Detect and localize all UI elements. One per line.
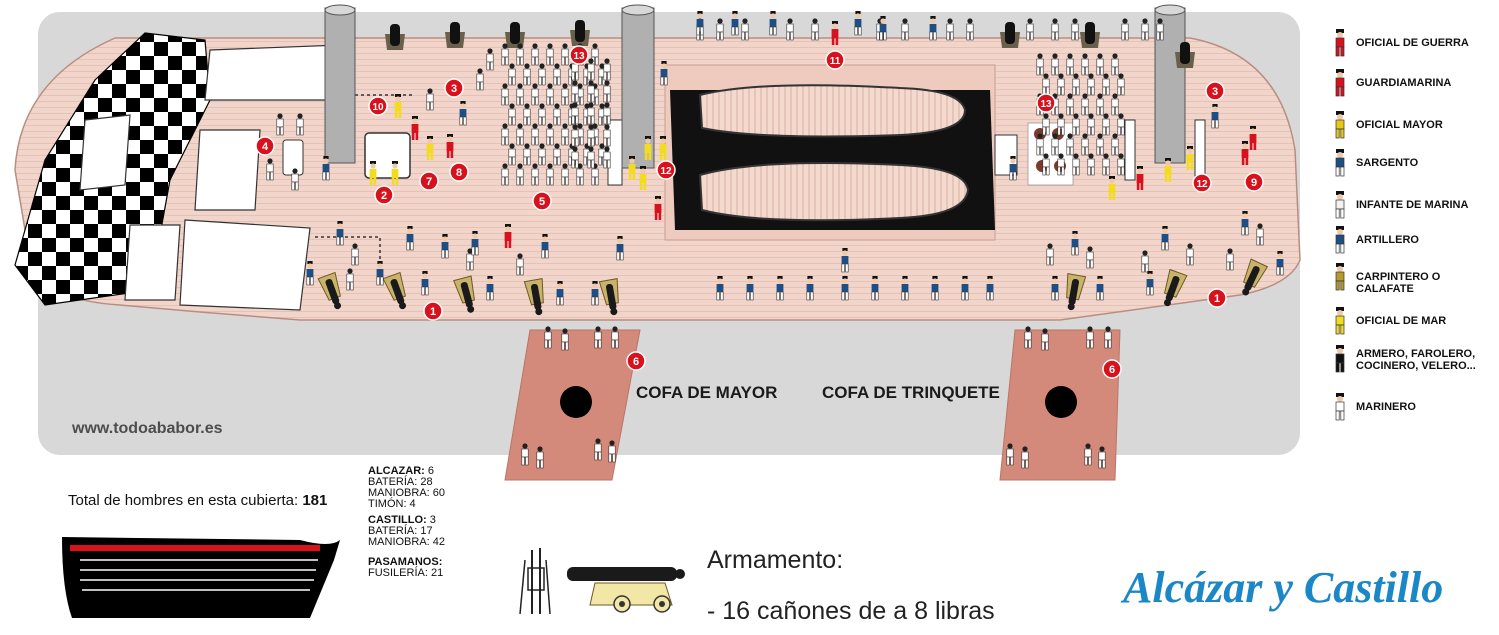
- svg-text:4: 4: [262, 141, 269, 153]
- pasamanos-line: FUSILERÍA: 21: [368, 567, 444, 579]
- armourer-figure-icon: [1335, 345, 1345, 373]
- svg-text:3: 3: [1212, 86, 1218, 98]
- marker-13: 13: [569, 45, 589, 65]
- marker-11: 11: [825, 50, 845, 70]
- cannon-icon: [567, 567, 685, 613]
- ramrod-tools-icon: [519, 548, 551, 615]
- marker-1: 1: [423, 301, 443, 321]
- armamento-title: Armamento:: [707, 546, 844, 574]
- svg-text:13: 13: [573, 51, 585, 62]
- legend-label: ARTILLERO: [1356, 234, 1419, 246]
- page-title: Alcázar y Castillo: [1123, 563, 1444, 612]
- svg-text:2: 2: [381, 190, 387, 202]
- legend-item: OFICIAL MAYOR: [1330, 110, 1499, 140]
- pasamanos-title: PASAMANOS:: [368, 556, 443, 568]
- alcazar-value: 6: [424, 465, 435, 477]
- legend-item: OFICIAL DE GUERRA: [1330, 28, 1499, 58]
- ship-profile-icon: [62, 537, 340, 618]
- castillo-value: 3: [426, 514, 436, 526]
- legend-item: INFANTE DE MARINA: [1330, 190, 1499, 220]
- armamento-item: - 16 cañones de a 8 libras: [707, 597, 995, 625]
- marker-1: 1: [1207, 288, 1227, 308]
- svg-text:9: 9: [1251, 177, 1257, 189]
- marker-12: 12: [656, 160, 676, 180]
- marker-8: 8: [449, 162, 469, 182]
- marker-13: 13: [1036, 93, 1056, 113]
- total-value: 181: [302, 492, 328, 509]
- marker-9: 9: [1244, 172, 1264, 192]
- alcazar-stats: ALCAZAR: 6 BATERÍA: 28 MANIOBRA: 60 TIMÓ…: [368, 466, 445, 510]
- marker-3: 3: [1205, 81, 1225, 101]
- sailor-figure-icon: [1335, 393, 1345, 421]
- svg-text:11: 11: [830, 56, 841, 67]
- castillo-stats: CASTILLO: 3 BATERÍA: 17 MANIOBRA: 42: [368, 515, 445, 548]
- legend-label: SARGENTO: [1356, 157, 1419, 169]
- legend-label: OFICIAL MAYOR: [1356, 119, 1443, 131]
- total-label: Total de hombres en esta cubierta:: [68, 492, 303, 509]
- svg-text:12: 12: [660, 166, 672, 177]
- legend-item: SARGENTO: [1330, 148, 1499, 178]
- svg-text:1: 1: [1214, 293, 1220, 305]
- legend-item: ARMERO, FAROLERO, COCINERO, VELERO...: [1330, 344, 1499, 374]
- petty-officer-figure-icon: [1335, 307, 1345, 335]
- marker-6: 6: [626, 351, 646, 371]
- marker-3: 3: [444, 78, 464, 98]
- svg-text:10: 10: [372, 102, 384, 113]
- gunner-figure-icon: [1335, 226, 1345, 254]
- marine-infantry-figure-icon: [1335, 191, 1345, 219]
- marker-4: 4: [255, 136, 275, 156]
- site-url[interactable]: www.todoababor.es: [72, 420, 223, 437]
- legend-item: OFICIAL DE MAR: [1330, 306, 1499, 336]
- legend-label: CARPINTERO O CALAFATE: [1356, 271, 1441, 295]
- legend-label: GUARDIAMARINA: [1356, 77, 1452, 89]
- cofa-mayor-label: COFA DE MAYOR: [636, 383, 778, 402]
- legend-item: CARPINTERO O CALAFATE: [1330, 262, 1499, 295]
- alcazar-line: BATERÍA: 28: [368, 476, 433, 488]
- legend-item: ARTILLERO: [1330, 225, 1499, 255]
- svg-text:8: 8: [456, 167, 462, 179]
- legend-label: OFICIAL DE MAR: [1356, 315, 1447, 327]
- castillo-line: MANIOBRA: 42: [368, 536, 446, 548]
- legend-item: GUARDIAMARINA: [1330, 68, 1499, 98]
- legend-label: ARMERO, FAROLERO, COCINERO, VELERO...: [1356, 348, 1476, 372]
- svg-text:13: 13: [1040, 99, 1052, 110]
- legend-item: MARINERO: [1330, 392, 1499, 422]
- midshipman-figure-icon: [1335, 69, 1345, 97]
- castillo-title: CASTILLO:: [368, 514, 427, 526]
- total-men: Total de hombres en esta cubierta: 181: [68, 492, 327, 509]
- major-officer-figure-icon: [1335, 111, 1345, 139]
- alcazar-line: TIMÓN: 4: [368, 498, 416, 510]
- cofa-de-mayor: [504, 329, 641, 481]
- marker-10: 10: [368, 96, 388, 116]
- svg-text:3: 3: [451, 83, 457, 95]
- marker-5: 5: [532, 191, 552, 211]
- pasamanos-stats: PASAMANOS: FUSILERÍA: 21: [368, 557, 443, 579]
- marker-2: 2: [374, 185, 394, 205]
- alcazar-title: ALCAZAR:: [368, 465, 425, 477]
- sergeant-figure-icon: [1335, 149, 1345, 177]
- svg-text:1: 1: [430, 306, 436, 318]
- marker-7: 7: [419, 171, 439, 191]
- svg-text:12: 12: [1196, 179, 1208, 190]
- marker-6: 6: [1102, 359, 1122, 379]
- svg-text:6: 6: [1109, 364, 1115, 376]
- legend-label: OFICIAL DE GUERRA: [1356, 37, 1469, 49]
- cofa-trinquete-label: COFA DE TRINQUETE: [822, 383, 1000, 402]
- legend-label: MARINERO: [1356, 401, 1416, 413]
- carpenter-figure-icon: [1335, 263, 1345, 291]
- castillo-line: BATERÍA: 17: [368, 525, 433, 537]
- cofa-de-trinquete: [999, 329, 1121, 481]
- legend-label: INFANTE DE MARINA: [1356, 199, 1469, 211]
- marker-12: 12: [1192, 173, 1212, 193]
- svg-text:7: 7: [426, 176, 432, 188]
- alcazar-line: MANIOBRA: 60: [368, 487, 446, 499]
- svg-text:6: 6: [633, 356, 639, 368]
- svg-text:5: 5: [539, 196, 545, 208]
- officer-figure-icon: [1335, 29, 1345, 57]
